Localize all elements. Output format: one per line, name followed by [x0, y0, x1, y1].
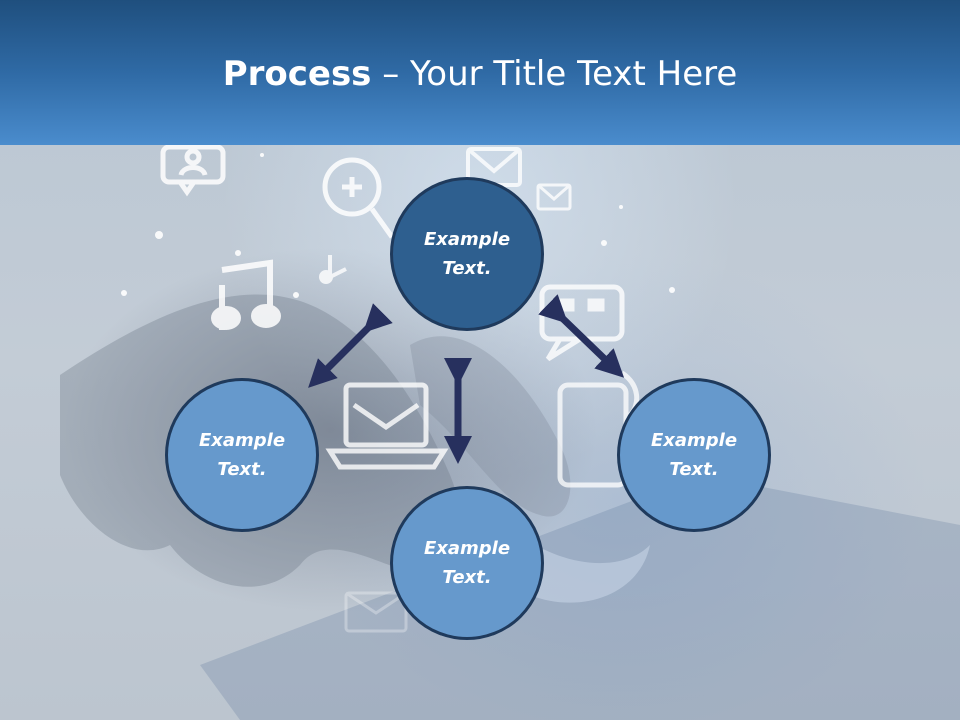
- chat-person-icon: [160, 145, 226, 197]
- title-bold: Process: [222, 54, 372, 94]
- mail-small-icon: [536, 183, 572, 211]
- process-node-bottom[interactable]: Example Text.: [390, 486, 544, 640]
- arrow-top-left: [308, 303, 393, 388]
- slide-title: Process – Your Title Text Here: [0, 52, 960, 96]
- node-label: Example Text.: [423, 229, 511, 279]
- node-label: Example Text.: [650, 430, 738, 480]
- process-node-left[interactable]: Example Text.: [165, 378, 319, 532]
- sparkle-dots: [121, 153, 675, 298]
- title-bar: [0, 0, 960, 145]
- music-note-icon: [211, 259, 281, 330]
- magnifier-plus-icon: [322, 157, 395, 239]
- arrow-top-right: [538, 294, 625, 378]
- process-node-top[interactable]: Example Text.: [390, 177, 544, 331]
- music-note-small-icon: [319, 255, 347, 284]
- glow-shape: [520, 535, 650, 603]
- tablet-shape: [200, 475, 960, 720]
- node-label: Example Text.: [423, 538, 511, 588]
- title-rest: – Your Title Text Here: [371, 54, 738, 94]
- node-label: Example Text.: [198, 430, 286, 480]
- mail-reflection-icon: [344, 591, 408, 633]
- process-node-right[interactable]: Example Text.: [617, 378, 771, 532]
